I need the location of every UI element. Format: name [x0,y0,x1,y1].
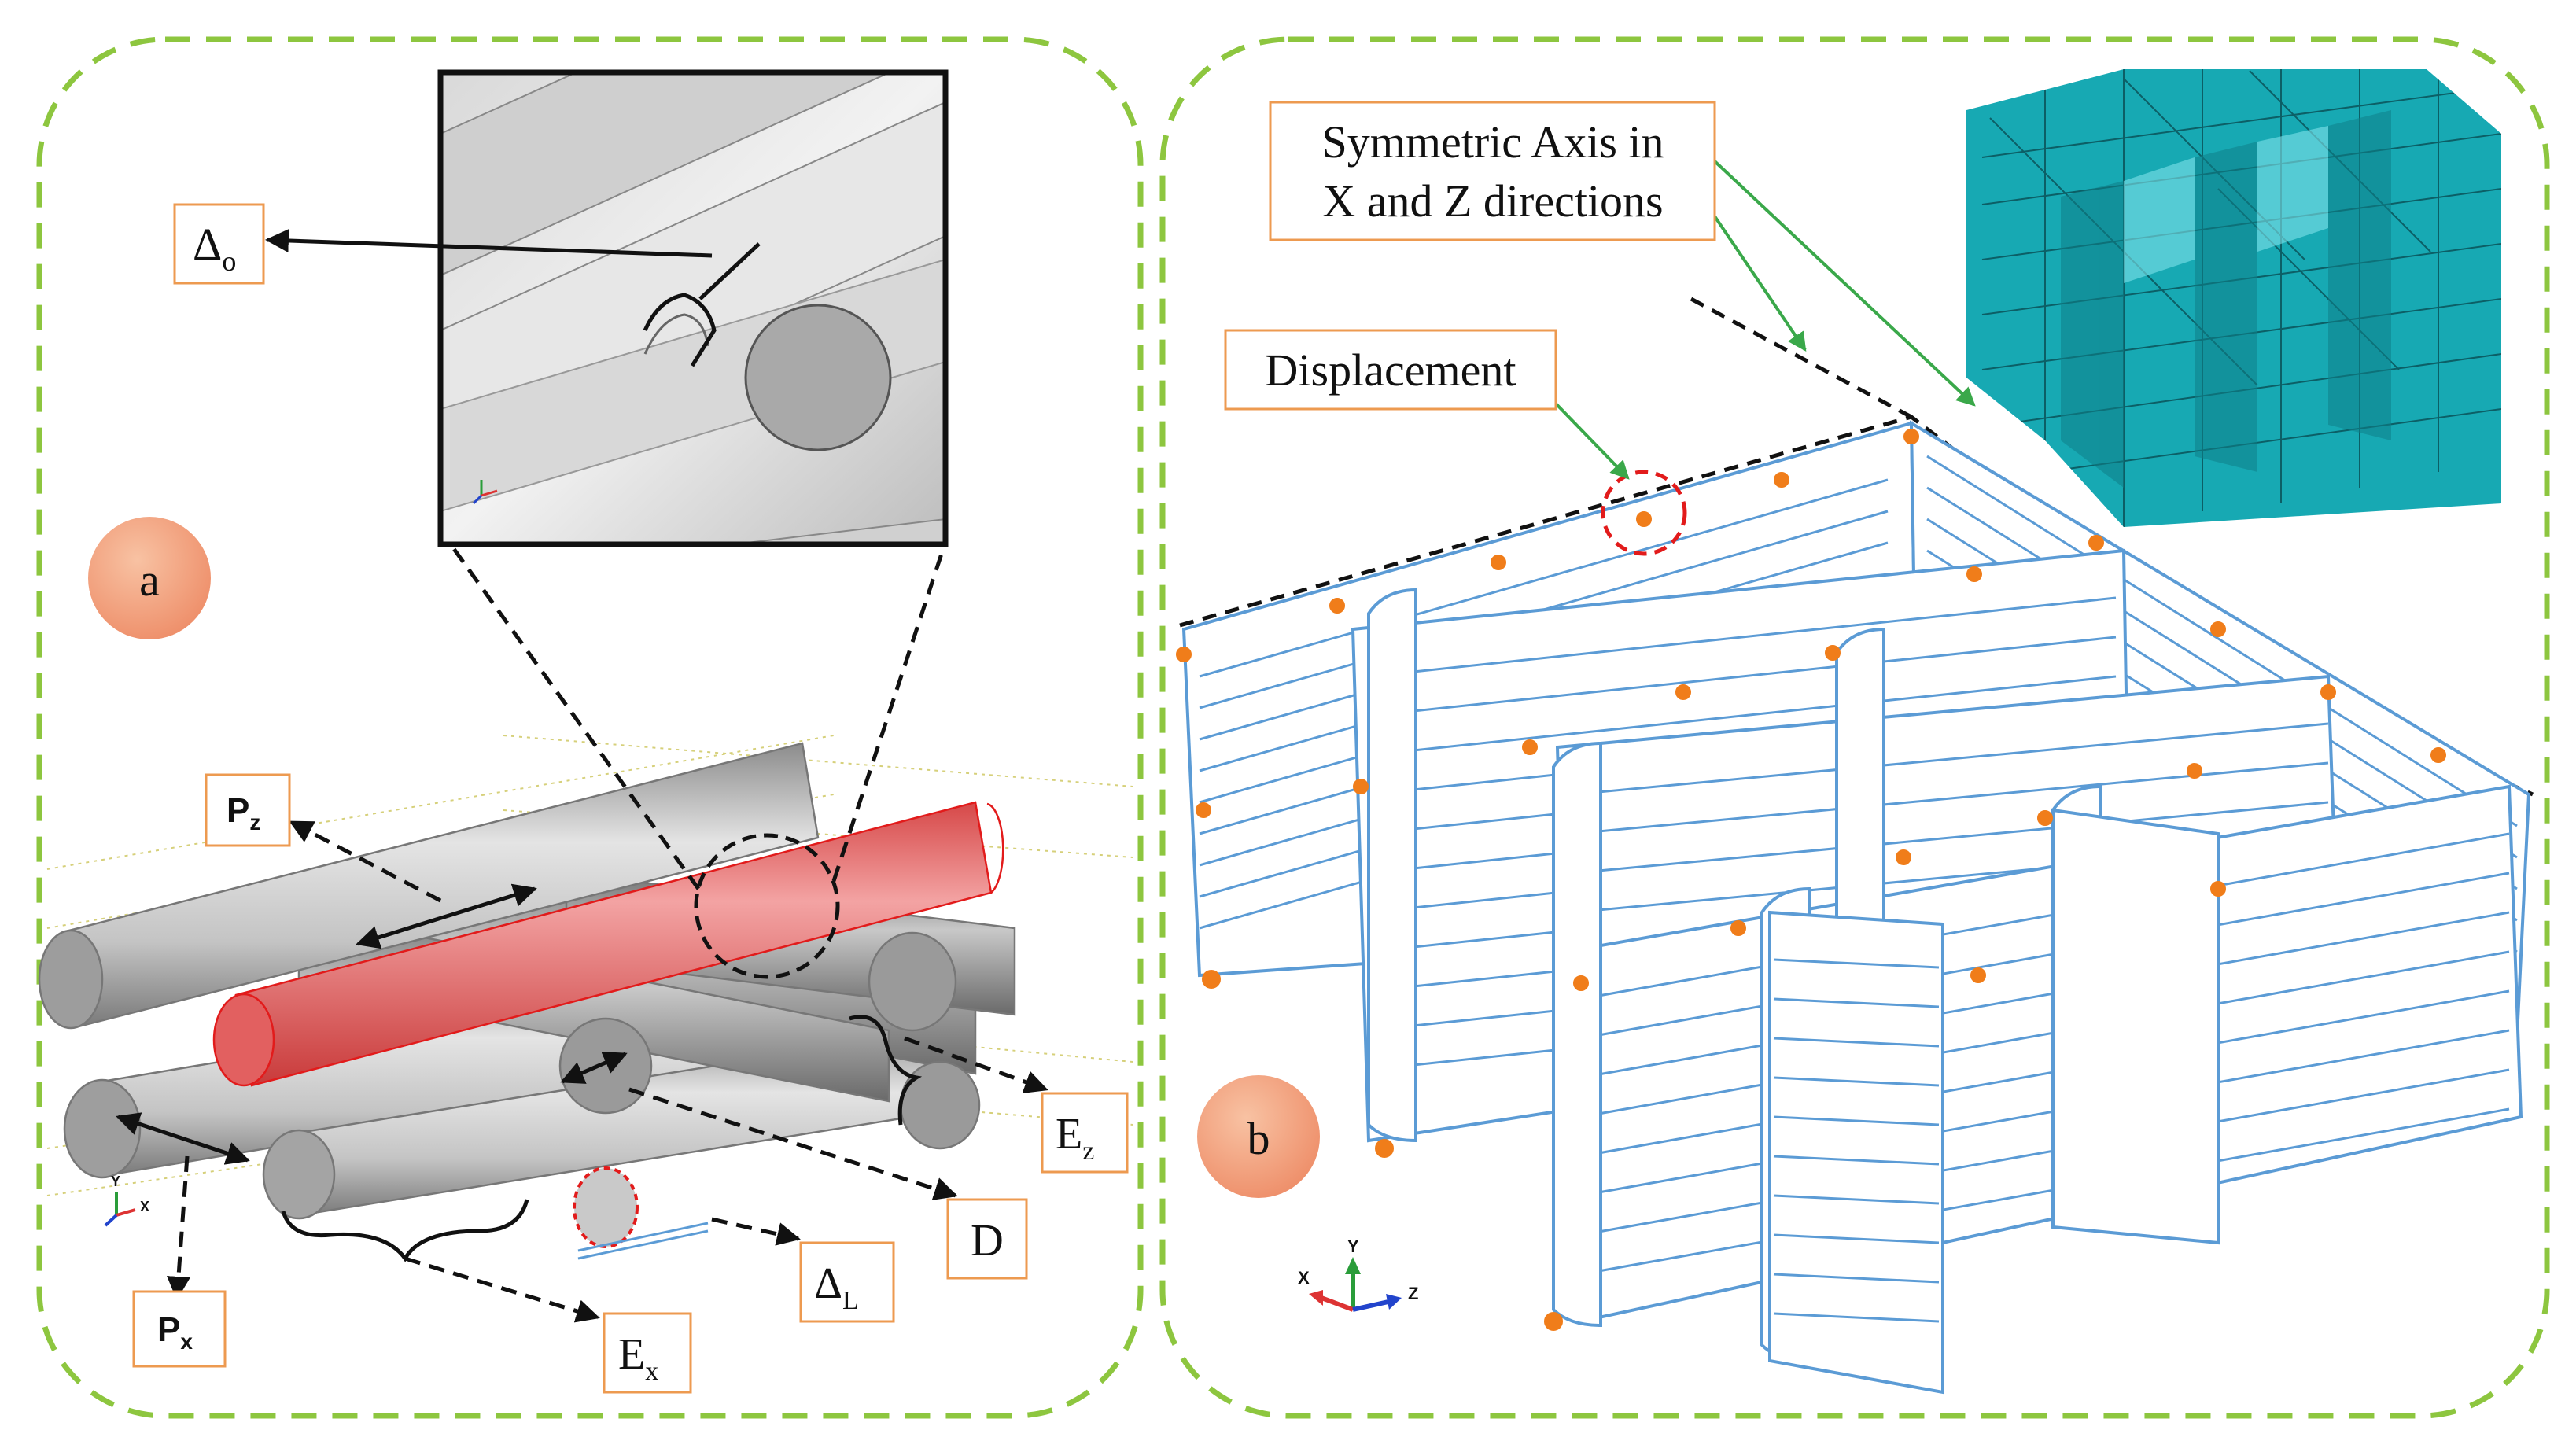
symmetric-axis-line [1179,415,2534,797]
svg-text:Px: Px [157,1310,193,1354]
pz-leader [289,820,442,903]
zoom-inset [437,69,949,547]
symmetric-axis-leader-2 [1713,160,1976,407]
panel-a-badge [88,517,211,639]
panel-a-badge-label: a [139,555,160,606]
label-e-z: Ez [1041,1092,1129,1174]
label-p-x: Px [132,1290,227,1368]
delta-o-leader [265,228,713,258]
delta-l-gap-line [577,1222,709,1252]
symmetric-axis-leader-1 [1713,215,1807,352]
zoom-inset-triad [472,480,498,505]
svg-text:Δo: Δo [193,219,236,277]
svg-text:ΔL: ΔL [814,1259,859,1315]
mesh-inset [1966,69,2501,527]
d-dimension-arrow [560,1052,628,1084]
svg-text:Ex: Ex [618,1330,658,1386]
svg-text:X: X [1298,1268,1310,1288]
ez-brace [849,1015,923,1126]
px-leader [166,1155,190,1300]
zoom-connector-left [450,545,701,890]
px-dimension-arrow [116,1112,250,1165]
label-d: D [946,1198,1028,1280]
rods-top-layer [38,742,1004,1248]
panel-a-frame [36,36,1144,1419]
displacement-marker-circle [1601,470,1687,556]
d-leader [628,1087,958,1200]
label-symmetric-axis: Symmetric Axis in X and Z directions [1269,101,1716,241]
zoom-region-circle [694,833,840,979]
svg-text:Z: Z [1408,1284,1418,1303]
svg-text:X and Z directions: X and Z directions [1322,175,1663,227]
panel-b-frame [1159,36,2550,1419]
lattice-wireframe [1181,420,2531,1395]
panel-b-badge [1197,1075,1320,1198]
displacement-leader [1552,400,1630,480]
label-p-z: Pz [205,773,291,847]
svg-text:X: X [140,1199,149,1214]
label-displacement: Displacement [1224,329,1557,411]
svg-text:Symmetric Axis in: Symmetric Axis in [1322,116,1664,168]
load-markers [1176,429,2446,1331]
symmetric-axis-extension [1690,297,1913,419]
svg-text:D: D [971,1214,1004,1266]
pz-dimension-arrow [356,883,537,949]
delta-l-leader [711,1217,801,1246]
label-delta-o: Δo [173,203,265,285]
svg-text:Y: Y [111,1174,120,1189]
panel-b-badge-label: b [1247,1113,1270,1164]
svg-text:Pz: Pz [227,791,260,835]
delta-o-hook [643,242,761,367]
zoom-connector-right [831,546,946,882]
svg-text:Displacement: Displacement [1266,345,1516,396]
panel-b-axis-triad: X Y Z [1298,1236,1418,1312]
ex-leader [404,1256,600,1323]
svg-text:Ez: Ez [1056,1110,1094,1166]
panel-a-axis-triad: Y X [104,1174,149,1227]
label-delta-l: ΔL [799,1241,895,1323]
label-e-x: Ex [603,1312,692,1394]
svg-text:Y: Y [1347,1236,1359,1256]
